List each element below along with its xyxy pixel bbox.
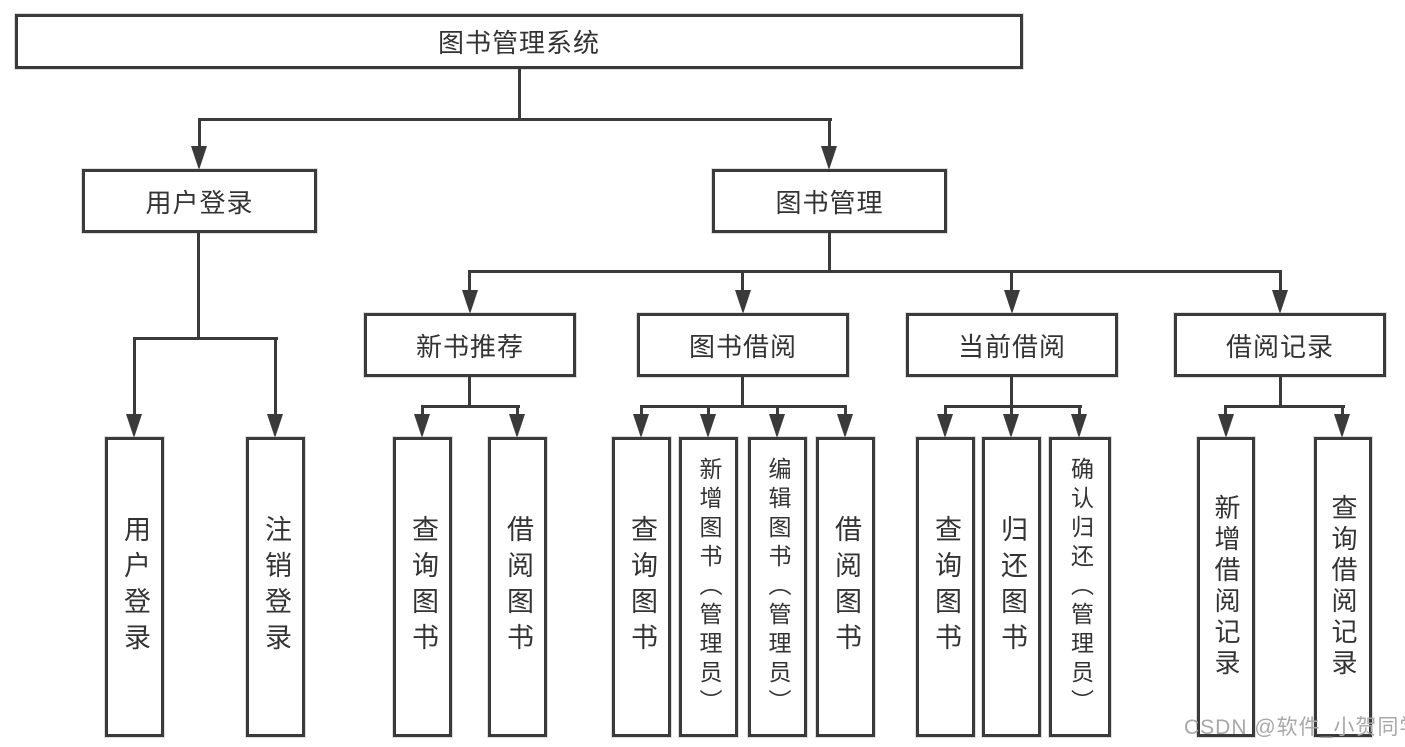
connector-line (1010, 270, 1013, 295)
arrow-down-icon (414, 414, 430, 438)
arrow-down-icon (633, 414, 649, 438)
arrow-down-icon (462, 290, 478, 314)
connector-line (741, 377, 744, 408)
connector-line (274, 337, 277, 419)
leaf-user-login-label: 用户登录 (120, 515, 150, 659)
connector-line (1279, 270, 1282, 295)
leaf-label: 查询图书 (408, 515, 438, 659)
connector-line (844, 405, 847, 417)
connector-line (640, 405, 643, 417)
connector-line (707, 405, 710, 417)
node-user-login: 用户登录 (82, 169, 317, 233)
connector-line (133, 337, 136, 419)
connector-line (468, 270, 1282, 273)
connector-line (421, 405, 424, 417)
connector-line (944, 405, 947, 417)
connector-line (198, 118, 201, 150)
connector-line (741, 270, 744, 295)
connector-line (1341, 405, 1344, 417)
leaf-label: 编辑图书（管理员） (765, 456, 791, 718)
arrow-down-icon (735, 290, 751, 314)
leaf-query-books-borrow: 查询图书 (612, 437, 671, 737)
node-book-borrow: 图书借阅 (637, 313, 849, 377)
connector-line (1224, 405, 1345, 408)
arrow-down-icon (837, 414, 853, 438)
leaf-confirm-return-admin: 确认归还（管理员） (1049, 437, 1111, 737)
node-new-book-recommend: 新书推荐 (364, 313, 576, 377)
connector-line (516, 405, 519, 417)
leaf-return-book: 归还图书 (982, 437, 1041, 737)
connector-line (1010, 405, 1013, 417)
leaf-label: 新增图书（管理员） (696, 456, 722, 718)
arrow-down-icon (769, 414, 785, 438)
leaf-label: 查询图书 (931, 515, 961, 659)
connector-line (198, 118, 832, 121)
arrow-down-icon (1272, 290, 1288, 314)
leaf-edit-book-admin: 编辑图书（管理员） (748, 437, 807, 737)
watermark: CSDN @软件_小贺同学 (1184, 716, 1405, 739)
leaf-borrow-books: 借阅图书 (816, 437, 875, 737)
leaf-add-borrow-record: 新增借阅记录 (1197, 437, 1255, 737)
leaf-query-borrow-record: 查询借阅记录 (1314, 437, 1372, 737)
leaf-query-books-current: 查询图书 (916, 437, 975, 737)
leaf-label: 借阅图书 (831, 515, 861, 659)
connector-line (1224, 405, 1227, 417)
connector-line (421, 405, 520, 408)
leaf-label: 归还图书 (997, 515, 1027, 659)
connector-line (468, 377, 471, 408)
arrow-down-icon (1218, 414, 1234, 438)
connector-line (518, 69, 521, 118)
node-current-borrow-label: 当前借阅 (957, 331, 1066, 362)
node-borrow-records-label: 借阅记录 (1225, 331, 1334, 362)
connector-line (1279, 377, 1282, 408)
arrow-down-icon (1004, 290, 1020, 314)
leaf-query-books-recommend: 查询图书 (393, 437, 452, 737)
node-root: 图书管理系统 (15, 14, 1023, 69)
leaf-user-login: 用户登录 (105, 437, 164, 737)
leaf-add-book-admin: 新增图书（管理员） (679, 437, 738, 737)
leaf-borrow-books-recommend: 借阅图书 (488, 437, 547, 737)
arrow-down-icon (1071, 414, 1087, 438)
arrow-down-icon (1003, 414, 1019, 438)
leaf-logout: 注销登录 (246, 437, 305, 737)
connector-line (944, 405, 1082, 408)
leaf-label: 查询图书 (627, 515, 657, 659)
leaf-logout-label: 注销登录 (261, 515, 291, 659)
leaf-label: 借阅图书 (503, 515, 533, 659)
connector-line (828, 233, 831, 270)
connector-line (828, 118, 831, 150)
arrow-down-icon (1334, 414, 1350, 438)
leaf-label: 确认归还（管理员） (1067, 456, 1094, 718)
connector-line (640, 405, 847, 408)
connector-line (468, 270, 471, 295)
node-book-management-label: 图书管理 (775, 187, 884, 218)
connector-line (133, 337, 278, 340)
node-root-label: 图书管理系统 (437, 28, 600, 58)
arrow-down-icon (700, 414, 716, 438)
connector-line (1078, 405, 1081, 417)
connector-line (1010, 377, 1013, 408)
arrow-down-icon (191, 146, 207, 170)
node-current-borrow: 当前借阅 (906, 313, 1118, 377)
arrow-down-icon (937, 414, 953, 438)
leaf-label: 新增借阅记录 (1211, 494, 1241, 680)
node-new-book-recommend-label: 新书推荐 (415, 331, 524, 362)
arrow-down-icon (509, 414, 525, 438)
arrow-down-icon (126, 414, 142, 438)
node-user-login-label: 用户登录 (145, 187, 254, 218)
leaf-label: 查询借阅记录 (1328, 494, 1358, 680)
connector-line (197, 233, 200, 337)
node-book-management: 图书管理 (712, 169, 947, 233)
node-borrow-records: 借阅记录 (1174, 313, 1386, 377)
arrow-down-icon (267, 414, 283, 438)
arrow-down-icon (821, 146, 837, 170)
node-book-borrow-label: 图书借阅 (688, 331, 797, 362)
connector-line (776, 405, 779, 417)
